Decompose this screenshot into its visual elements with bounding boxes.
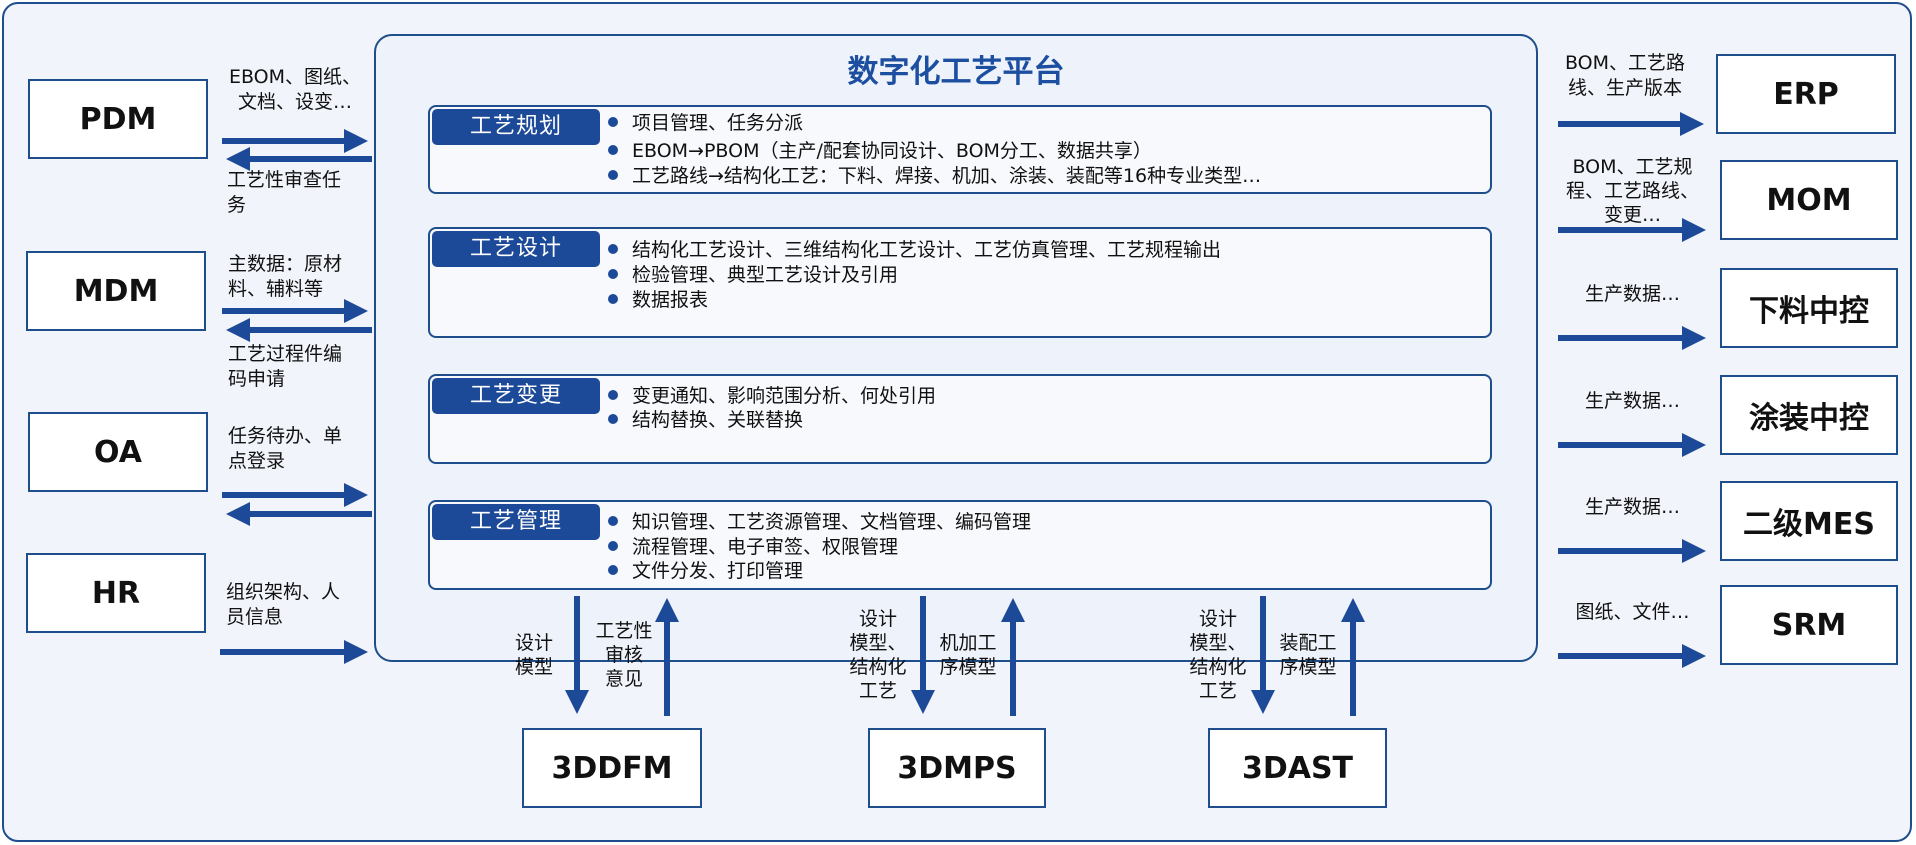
3ddfm-up-label: 工艺性 审核 意见: [595, 620, 653, 690]
module-item: 项目管理、任务分派: [608, 111, 803, 135]
system-box-3dast: 3DAST: [1208, 728, 1387, 808]
module-item: 结构替换、关联替换: [608, 408, 803, 432]
system-box-cutting-control: 下料中控: [1720, 268, 1898, 348]
module-item: 文件分发、打印管理: [608, 559, 803, 583]
mdm-out-label: 工艺过程件编 码申请: [228, 343, 343, 390]
cutting-label: 生产数据…: [1584, 283, 1680, 305]
3dmps-up-label: 机加工 序模型: [939, 632, 997, 678]
module-box-change: [428, 374, 1492, 464]
system-box-3ddfm: 3DDFM: [522, 728, 702, 808]
system-box-mdm: MDM: [26, 251, 206, 331]
module-item: 流程管理、电子审签、权限管理: [608, 535, 898, 559]
module-tab-design: 工艺设计: [432, 231, 600, 267]
3dast-up-label: 装配工 序模型: [1279, 632, 1337, 678]
painting-label: 生产数据…: [1584, 390, 1680, 412]
module-item: EBOM→PBOM（主产/配套协同设计、BOM分工、数据共享）: [608, 139, 1152, 163]
module-item: 检验管理、典型工艺设计及引用: [608, 263, 898, 287]
mdm-in-label: 主数据：原材 料、辅料等: [228, 253, 343, 300]
system-box-mom: MOM: [1720, 160, 1898, 240]
module-item: 变更通知、影响范围分析、何处引用: [608, 384, 936, 408]
mes-label: 生产数据…: [1584, 496, 1680, 518]
pdm-out-label: 工艺性审查任 务: [227, 169, 342, 216]
platform-title: 数字化工艺平台: [847, 54, 1065, 90]
srm-label: 图纸、文件…: [1575, 601, 1690, 623]
3ddfm-down-label: 设计 模型: [514, 632, 553, 678]
system-box-mes: 二级MES: [1720, 481, 1898, 561]
module-item: 工艺路线→结构化工艺：下料、焊接、机加、涂装、装配等16种专业类型…: [608, 164, 1261, 188]
module-tab-planning: 工艺规划: [432, 109, 600, 145]
module-tab-change: 工艺变更: [432, 378, 600, 414]
system-box-oa: OA: [28, 412, 208, 492]
system-box-pdm: PDM: [28, 79, 208, 159]
pdm-in-label: EBOM、图纸、 文档、设变…: [228, 66, 362, 113]
system-box-erp: ERP: [1716, 54, 1896, 134]
module-item: 知识管理、工艺资源管理、文档管理、编码管理: [608, 510, 1031, 534]
module-item: 数据报表: [608, 288, 708, 312]
3dast-down-label: 设计 模型、 结构化 工艺: [1189, 608, 1247, 702]
module-item: 结构化工艺设计、三维结构化工艺设计、工艺仿真管理、工艺规程输出: [608, 238, 1221, 262]
system-box-srm: SRM: [1720, 585, 1898, 665]
3dmps-down-label: 设计 模型、 结构化 工艺: [849, 608, 907, 702]
system-box-hr: HR: [26, 553, 206, 633]
oa-in-label: 任务待办、单 点登录: [228, 425, 343, 472]
hr-in-label: 组织架构、人 员信息: [226, 581, 341, 628]
module-tab-management: 工艺管理: [432, 504, 600, 540]
system-box-painting-control: 涂装中控: [1720, 375, 1898, 455]
mom-label: BOM、工艺规 程、工艺路线、 变更…: [1565, 156, 1699, 226]
system-box-3dmps: 3DMPS: [868, 728, 1046, 808]
erp-label: BOM、工艺路 线、生产版本: [1564, 52, 1686, 99]
